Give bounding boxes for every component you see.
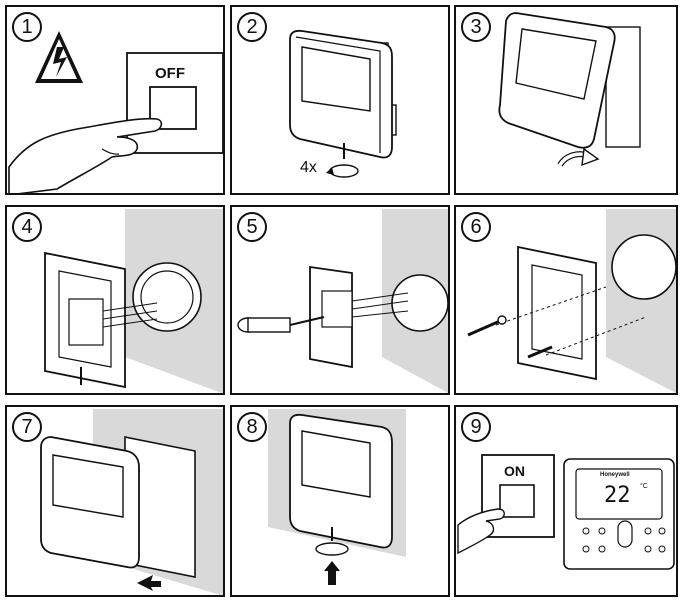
- step-number-4: 4: [12, 212, 42, 242]
- arrow-icon: [581, 147, 600, 167]
- off-label: OFF: [155, 65, 185, 82]
- panel-step-8: 8: [230, 405, 450, 597]
- brand-label: Honeywell: [600, 472, 630, 478]
- hand-icon: [8, 117, 163, 193]
- power-off-illustration: [8, 31, 223, 193]
- wiring-illustration: [237, 209, 448, 393]
- step-number-8: 8: [237, 412, 267, 442]
- step-number-5: 5: [237, 212, 267, 242]
- arrow-icon: [324, 561, 340, 585]
- screw-icon: [467, 315, 507, 337]
- screen-outline: [301, 46, 371, 112]
- temperature-unit: °C: [640, 483, 648, 490]
- panel-step-5: 5: [230, 205, 450, 395]
- panel-step-6: 6: [454, 205, 678, 395]
- on-label: ON: [504, 463, 525, 479]
- panel-step-7: 7: [5, 405, 225, 597]
- remove-screw-illustration: [289, 29, 397, 178]
- screwdriver-icon: [237, 316, 325, 333]
- screw-count-label: 4x: [300, 159, 317, 176]
- panel-step-2: 2 4x: [230, 5, 450, 195]
- attach-thermostat-illustration: [40, 409, 223, 595]
- hand-icon: [457, 508, 505, 555]
- step-number-1: 1: [12, 12, 42, 42]
- screw-icon: [527, 345, 553, 359]
- panel-step-3: 3: [454, 5, 678, 195]
- wall-box-illustration: [44, 209, 223, 393]
- panel-step-4: 4: [5, 205, 225, 395]
- arrow-icon: [137, 575, 161, 591]
- thermostat-screen: [575, 468, 663, 520]
- temperature-display: 22: [604, 483, 631, 508]
- step-number-3: 3: [461, 12, 491, 42]
- panel-step-9: 9 ON Honeywell 22 °C: [454, 405, 678, 597]
- step-number-2: 2: [237, 12, 267, 42]
- step-number-6: 6: [461, 212, 491, 242]
- step-number-7: 7: [12, 412, 42, 442]
- step-number-9: 9: [461, 412, 491, 442]
- panel-step-1: 1 OFF: [5, 5, 225, 195]
- up-down-control: [617, 520, 633, 548]
- screw-plate-illustration: [467, 209, 676, 393]
- remove-cover-illustration: [498, 12, 641, 167]
- rotate-arrow-icon: [315, 542, 349, 556]
- rotate-arrow-icon: [329, 164, 359, 178]
- fasten-screw-illustration: [268, 409, 406, 585]
- power-on-illustration: [457, 454, 675, 570]
- warning-icon: [35, 31, 83, 83]
- on-switch: [499, 484, 535, 518]
- off-switch: [149, 86, 197, 130]
